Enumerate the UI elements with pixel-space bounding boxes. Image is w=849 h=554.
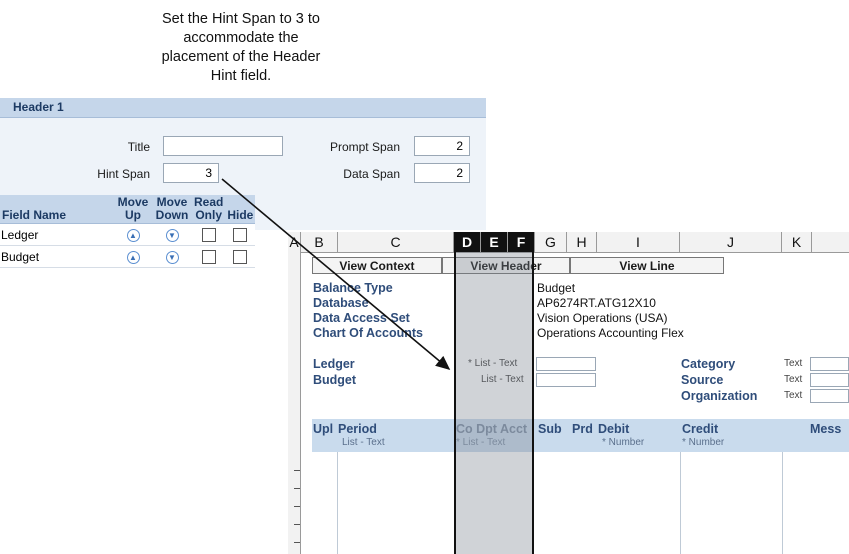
column-header-a[interactable]: A — [288, 232, 301, 252]
move-down-icon[interactable]: ▼ — [165, 229, 179, 242]
view-line-button[interactable]: View Line — [570, 257, 724, 274]
hide-checkbox[interactable] — [233, 249, 248, 264]
prompt-span-label: Prompt Span — [329, 140, 400, 154]
upl-header: Upl — [313, 422, 334, 436]
credit-hint: * Number — [682, 437, 725, 448]
read-only-checkbox[interactable] — [201, 227, 216, 242]
view-header-button[interactable]: View Header — [442, 257, 570, 274]
budget-hint: List - Text — [481, 374, 524, 385]
data-access-set-value: Vision Operations (USA) — [537, 311, 668, 325]
prd-header: Prd — [572, 422, 593, 436]
column-header-b[interactable]: B — [301, 232, 338, 252]
period-header: Period — [338, 422, 377, 436]
table-row: Ledger ▲ ▼ — [0, 223, 256, 246]
hint-span-input[interactable]: 3 — [163, 163, 219, 183]
selected-columns-band — [454, 252, 534, 554]
budget-label: Budget — [313, 373, 357, 387]
debit-header: Debit — [598, 422, 630, 436]
source-hint: Text — [784, 374, 803, 385]
row-headers — [288, 252, 301, 554]
view-context-button[interactable]: View Context — [312, 257, 442, 274]
column-header-h[interactable]: H — [567, 232, 597, 252]
database-label: Database — [313, 296, 369, 310]
lines-grid-header: Upl Period List - Text Co Dpt Acct * Lis… — [312, 419, 849, 452]
read-only-checkbox[interactable] — [201, 249, 216, 264]
credit-header: Credit — [682, 422, 719, 436]
period-hint: List - Text — [342, 437, 385, 448]
field-name-budget: Budget — [0, 245, 114, 268]
budget-input[interactable] — [536, 373, 596, 387]
move-up-icon[interactable]: ▲ — [126, 251, 140, 264]
co-dpt-acct-hint: * List - Text — [456, 437, 506, 448]
hide-header: Hide — [225, 195, 256, 224]
column-header-d[interactable]: D — [454, 232, 481, 252]
data-span-label: Data Span — [343, 167, 400, 181]
field-name-ledger: Ledger — [0, 223, 114, 246]
data-span-input[interactable]: 2 — [414, 163, 470, 183]
move-up-icon[interactable]: ▲ — [126, 229, 140, 242]
organization-label: Organization — [681, 389, 758, 403]
debit-hint: * Number — [602, 437, 645, 448]
ledger-label: Ledger — [313, 357, 355, 371]
panel-title: Header 1 — [0, 98, 486, 118]
column-header-g[interactable]: G — [535, 232, 567, 252]
column-header-i[interactable]: I — [597, 232, 680, 252]
column-header-e[interactable]: E — [481, 232, 508, 252]
column-header-k[interactable]: K — [782, 232, 812, 252]
excel-sheet: A B C D E F G H I J K View Context View … — [288, 232, 849, 554]
balance-type-value: Budget — [537, 281, 576, 295]
column-header-c[interactable]: C — [338, 232, 454, 252]
callout-text: Set the Hint Span to 3 to accommodate th… — [161, 11, 321, 84]
source-label: Source — [681, 373, 724, 387]
chart-of-accounts-value: Operations Accounting Flex — [537, 326, 684, 340]
organization-hint: Text — [784, 390, 803, 401]
column-header-j[interactable]: J — [680, 232, 782, 252]
ledger-hint: * List - Text — [468, 358, 518, 369]
title-label: Title — [127, 140, 150, 154]
data-access-set-label: Data Access Set — [313, 311, 410, 325]
database-value: AP6274RT.ATG12X10 — [537, 296, 656, 310]
prompt-span-input[interactable]: 2 — [414, 136, 470, 156]
category-label: Category — [681, 357, 736, 371]
move-down-icon[interactable]: ▼ — [165, 251, 179, 264]
co-dpt-acct-header: Co Dpt Acct — [456, 422, 528, 436]
table-row: Budget ▲ ▼ — [0, 245, 256, 268]
chart-of-accounts-label: Chart Of Accounts — [313, 326, 423, 340]
hint-span-label: Hint Span — [97, 167, 150, 181]
messages-header: Mess — [810, 422, 842, 436]
hide-checkbox[interactable] — [233, 227, 248, 242]
ledger-input[interactable] — [536, 357, 596, 371]
field-name-header: Field Name — [0, 195, 114, 224]
title-input[interactable] — [163, 136, 283, 156]
column-header-f[interactable]: F — [508, 232, 535, 252]
column-headers: A B C D E F G H I J K — [288, 232, 849, 253]
sub-header: Sub — [538, 422, 562, 436]
category-hint: Text — [784, 358, 803, 369]
